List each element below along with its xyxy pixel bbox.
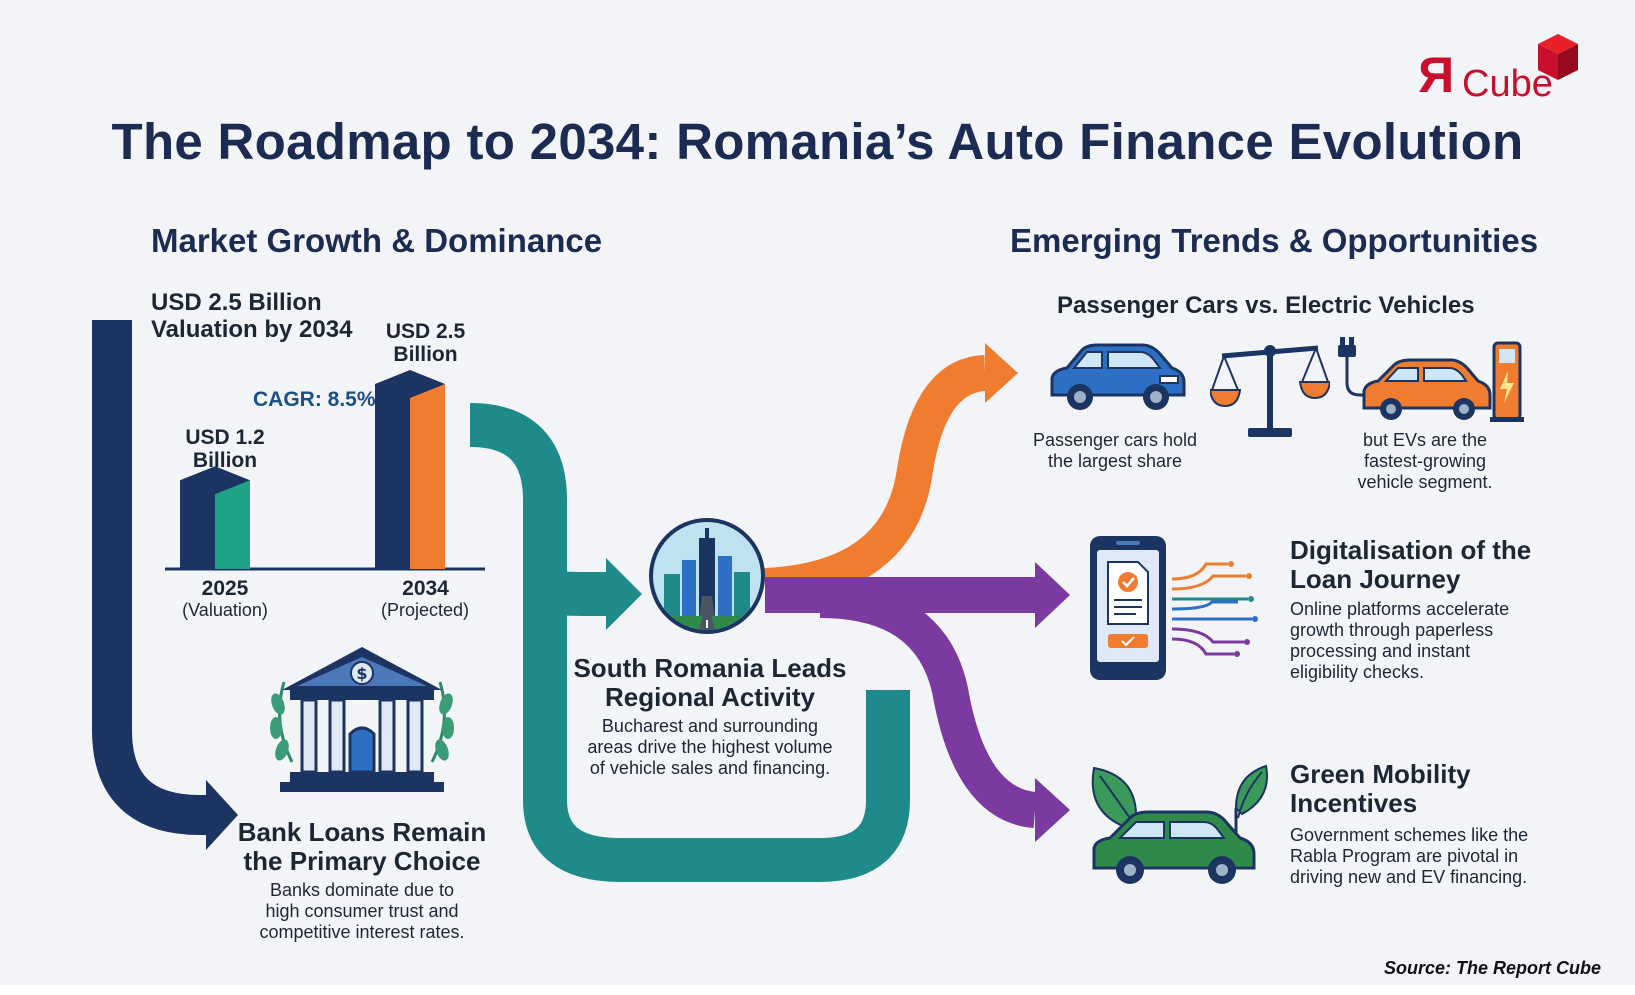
bar-chart <box>165 370 485 571</box>
purple-arrowhead-low <box>1035 778 1070 842</box>
south-title-line2: Regional Activity <box>605 682 815 712</box>
purple-flow-arrow-low <box>819 582 1038 828</box>
south-body-line1: Bucharest and surrounding <box>601 716 819 736</box>
trend2-title-line1: Digitalisation of the <box>1290 535 1532 565</box>
purple-arrowhead-mid <box>1035 562 1070 628</box>
trend2-title: Digitalisation of the Loan Journey <box>1290 536 1531 594</box>
teal-arrowhead <box>606 558 642 630</box>
left-section-heading: Market Growth & Dominance <box>151 222 603 259</box>
smartphone-document-icon <box>1090 536 1258 680</box>
trend2-body-line3: processing and instant <box>1290 641 1471 661</box>
category-note-2034: (Projected) <box>380 600 470 620</box>
navy-arrowhead <box>206 780 238 850</box>
bar-2025-right-face <box>215 480 250 569</box>
brand-logo: R Cube <box>1418 28 1578 104</box>
bank-body: Banks dominate due to high consumer trus… <box>222 880 502 943</box>
bar-label-2034: USD 2.5 Billion <box>378 320 473 366</box>
bank-body-line1: Banks dominate due to <box>269 880 455 900</box>
orange-flow-arrow <box>763 355 987 604</box>
bar-2034-right-face <box>410 384 445 569</box>
brand-mark: R <box>1418 47 1455 103</box>
trend1-right-line3: vehicle segment. <box>1357 472 1493 492</box>
valuation-line2: Valuation by 2034 <box>151 316 353 343</box>
bar-label-2025-value: USD 1.2 Billion <box>185 426 265 472</box>
trend2-body-line2: growth through paperless <box>1290 620 1494 640</box>
right-section-heading: Emerging Trends & Opportunities <box>1010 222 1539 259</box>
south-body-line3: of vehicle sales and financing. <box>589 758 831 778</box>
source-credit: Source: The Report Cube <box>1383 958 1601 978</box>
cube-logo-icon <box>1538 34 1578 80</box>
bar-label-2025: USD 1.2 Billion <box>180 426 270 472</box>
bar-2025-left-face <box>180 480 215 569</box>
page-title: The Roadmap to 2034: Romania’s Auto Fina… <box>111 113 1524 170</box>
bar-2025-top <box>180 466 250 495</box>
trend3-body-line1: Government schemes like the <box>1290 825 1529 845</box>
cagr-annotation: CAGR: 8.5% <box>253 388 376 411</box>
bar-2034-left-face <box>375 384 410 569</box>
trend3-title: Green Mobility Incentives <box>1290 760 1471 818</box>
trend2-body: Online platforms accelerate growth throu… <box>1290 599 1509 683</box>
category-2034: 2034 <box>402 577 449 600</box>
ev-charging-icon <box>1338 337 1524 422</box>
trend1-left-text: Passenger cars hold the largest share <box>1010 430 1220 472</box>
bar-label-2034-value: USD 2.5 Billion <box>385 320 466 366</box>
trend3-body-line3: driving new and EV financing. <box>1290 867 1528 887</box>
trend2-body-line1: Online platforms accelerate <box>1290 599 1510 619</box>
bank-title-line1: Bank Loans Remain <box>237 817 487 847</box>
bank-body-line3: competitive interest rates. <box>259 922 465 942</box>
car-icon <box>1050 343 1186 410</box>
balance-scale-icon <box>1210 345 1330 437</box>
south-body: Bucharest and surrounding areas drive th… <box>555 716 865 779</box>
trend2-body-line4: eligibility checks. <box>1290 662 1425 682</box>
bank-icon: $ <box>270 647 454 792</box>
bank-body-line2: high consumer trust and <box>265 901 459 921</box>
city-icon <box>649 518 765 634</box>
trend1-left-line1: Passenger cars hold <box>1032 430 1198 450</box>
trend3-body: Government schemes like the Rabla Progra… <box>1290 825 1528 888</box>
bank-title: Bank Loans Remain the Primary Choice <box>222 818 502 876</box>
trend1-right-line2: fastest-growing <box>1363 451 1487 471</box>
south-body-line2: areas drive the highest volume <box>587 737 833 757</box>
leaf-car-icon <box>1091 764 1268 884</box>
trend1-heading: Passenger Cars vs. Electric Vehicles <box>1057 292 1475 319</box>
teal-loop-path <box>523 590 910 882</box>
brand-name: Cube <box>1462 63 1553 105</box>
category-2025: 2025 <box>201 577 249 600</box>
trend2-title-line2: Loan Journey <box>1290 564 1461 594</box>
south-title-line1: South Romania Leads <box>573 653 847 683</box>
trend1-left-line2: the largest share <box>1047 451 1183 471</box>
category-note-2025: (Valuation) <box>182 600 268 620</box>
navy-flow-arrow <box>92 320 208 835</box>
trend1-right-line1: but EVs are the <box>1362 430 1488 450</box>
teal-flow-path <box>469 403 608 616</box>
svg-text:$: $ <box>356 664 367 683</box>
bank-title-line2: the Primary Choice <box>243 846 481 876</box>
trend1-right-text: but EVs are the fastest-growing vehicle … <box>1320 430 1530 493</box>
orange-arrowhead <box>985 343 1018 403</box>
trend3-title-line2: Incentives <box>1290 788 1418 818</box>
bar-2034-top <box>375 370 445 398</box>
trend3-body-line2: Rabla Program are pivotal in <box>1290 846 1519 866</box>
trend3-title-line1: Green Mobility <box>1290 759 1471 789</box>
valuation-line1: USD 2.5 Billion <box>151 289 322 316</box>
south-title: South Romania Leads Regional Activity <box>565 654 855 712</box>
